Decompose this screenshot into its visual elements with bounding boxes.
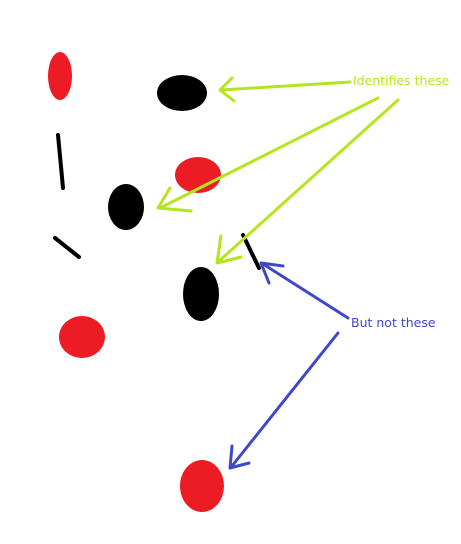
black-segment-3 [241, 233, 261, 270]
blue-arrow-2-shaft [230, 331, 340, 468]
red-ellipse-4 [180, 460, 224, 512]
red-ellipse-1 [48, 52, 72, 100]
red-ellipse-3 [59, 316, 105, 358]
green-arrow-2-shaft [158, 96, 380, 210]
blue-arrow-1 [259, 261, 350, 320]
green-arrow-3 [215, 98, 400, 265]
green-arrow-3-shaft [216, 98, 400, 264]
green-arrow-2 [156, 96, 380, 213]
green-arrow-1 [218, 76, 352, 103]
green-arrow-1-head [218, 76, 236, 103]
black-ellipse-2 [108, 184, 144, 230]
black-ellipse-1 [157, 75, 207, 111]
green-arrow-1-shaft [219, 80, 352, 92]
black-segment-1 [56, 133, 65, 190]
blue-arrow-2-head [228, 444, 251, 470]
blue-arrow-2 [228, 331, 340, 470]
label-but-not-these: But not these [351, 315, 436, 330]
green-arrow-2-head [156, 186, 193, 213]
blue-arrow-1-head [259, 261, 285, 285]
label-identifies-these: Identifies these [353, 73, 450, 88]
blue-arrow-1-shaft [261, 262, 350, 320]
black-segment-2 [53, 236, 81, 259]
green-arrow-3-head [215, 234, 243, 265]
black-ellipse-3 [183, 267, 219, 321]
